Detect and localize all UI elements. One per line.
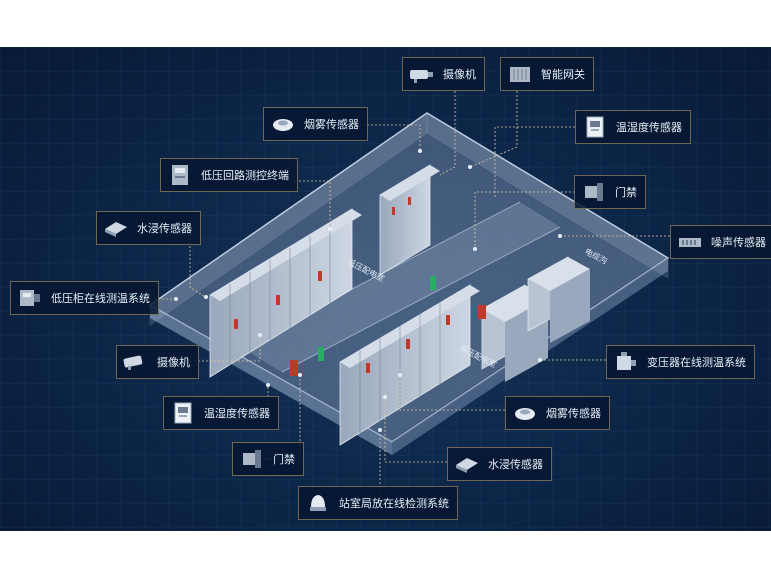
- access-control-icon: [237, 446, 267, 472]
- callout-label: 站室局放在线检测系统: [339, 497, 449, 510]
- callout-camera-top: 摄像机: [402, 57, 485, 91]
- callout-noise: 噪声传感器: [670, 225, 771, 259]
- temperature-module-icon: [15, 285, 45, 311]
- access-control-icon: [579, 179, 609, 205]
- water-sensor-icon: [452, 451, 482, 477]
- camera-icon: [121, 349, 151, 375]
- callout-label: 摄像机: [157, 356, 190, 369]
- callout-label: 门禁: [273, 453, 295, 466]
- callout-camera-bottom: 摄像机: [116, 345, 199, 379]
- lv-terminal-cabinets: [379, 164, 440, 276]
- callout-label: 温湿度传感器: [616, 121, 682, 134]
- callout-label: 烟雾传感器: [546, 407, 601, 420]
- callout-door-bottom: 门禁: [232, 442, 304, 476]
- callout-label: 温湿度传感器: [204, 407, 270, 420]
- callout-smoke-bottom: 烟雾传感器: [505, 396, 610, 430]
- callout-label: 低压回路测控终端: [201, 169, 289, 182]
- high-voltage-cabinets: [339, 284, 480, 446]
- callout-pd-system: 站室局放在线检测系统: [298, 486, 458, 520]
- callout-smoke-top: 烟雾传感器: [263, 107, 368, 141]
- callout-lv-cabinet-temp: 低压柜在线测温系统: [10, 281, 159, 315]
- callout-label: 烟雾传感器: [304, 118, 359, 131]
- noise-sensor-icon: [675, 229, 705, 255]
- doors: [290, 276, 486, 376]
- callout-lv-terminal: 低压回路测控终端: [160, 158, 298, 192]
- water-sensor-icon: [101, 215, 131, 241]
- smoke-sensor-icon: [510, 400, 540, 426]
- terminal-device-icon: [165, 162, 195, 188]
- gateway-icon: [505, 61, 535, 87]
- callout-water-bottom: 水浸传感器: [447, 447, 552, 481]
- smoke-sensor-icon: [268, 111, 298, 137]
- device-markers: [174, 149, 562, 432]
- thermo-hygrometer-icon: [580, 114, 610, 140]
- callout-label: 噪声传感器: [711, 236, 766, 249]
- transformers: [481, 256, 590, 382]
- scene-illustration: [148, 87, 670, 492]
- callout-temp-hum-top: 温湿度传感器: [575, 110, 691, 144]
- partial-discharge-sensor-icon: [303, 490, 333, 516]
- callout-water-left: 水浸传感器: [96, 211, 201, 245]
- callout-label: 变压器在线测温系统: [647, 356, 746, 369]
- callout-label: 门禁: [615, 186, 637, 199]
- thermo-hygrometer-icon: [168, 400, 198, 426]
- callout-gateway: 智能网关: [500, 57, 594, 91]
- callout-temp-hum-bottom: 温湿度传感器: [163, 396, 279, 430]
- callout-label: 智能网关: [541, 68, 585, 81]
- transformer-sensor-icon: [611, 349, 641, 375]
- callout-door-top: 门禁: [574, 175, 646, 209]
- camera-icon: [407, 61, 437, 87]
- callout-label: 摄像机: [443, 68, 476, 81]
- callout-transformer-temp: 变压器在线测温系统: [606, 345, 755, 379]
- callout-label: 低压柜在线测温系统: [51, 292, 150, 305]
- substation-diagram: 低压配电室 高压配电室 电缆沟 摄像机 智能网关 烟雾传感器 温湿度传感器 低压…: [0, 47, 771, 531]
- callout-label: 水浸传感器: [137, 222, 192, 235]
- callout-label: 水浸传感器: [488, 458, 543, 471]
- low-voltage-cabinets: [209, 208, 362, 378]
